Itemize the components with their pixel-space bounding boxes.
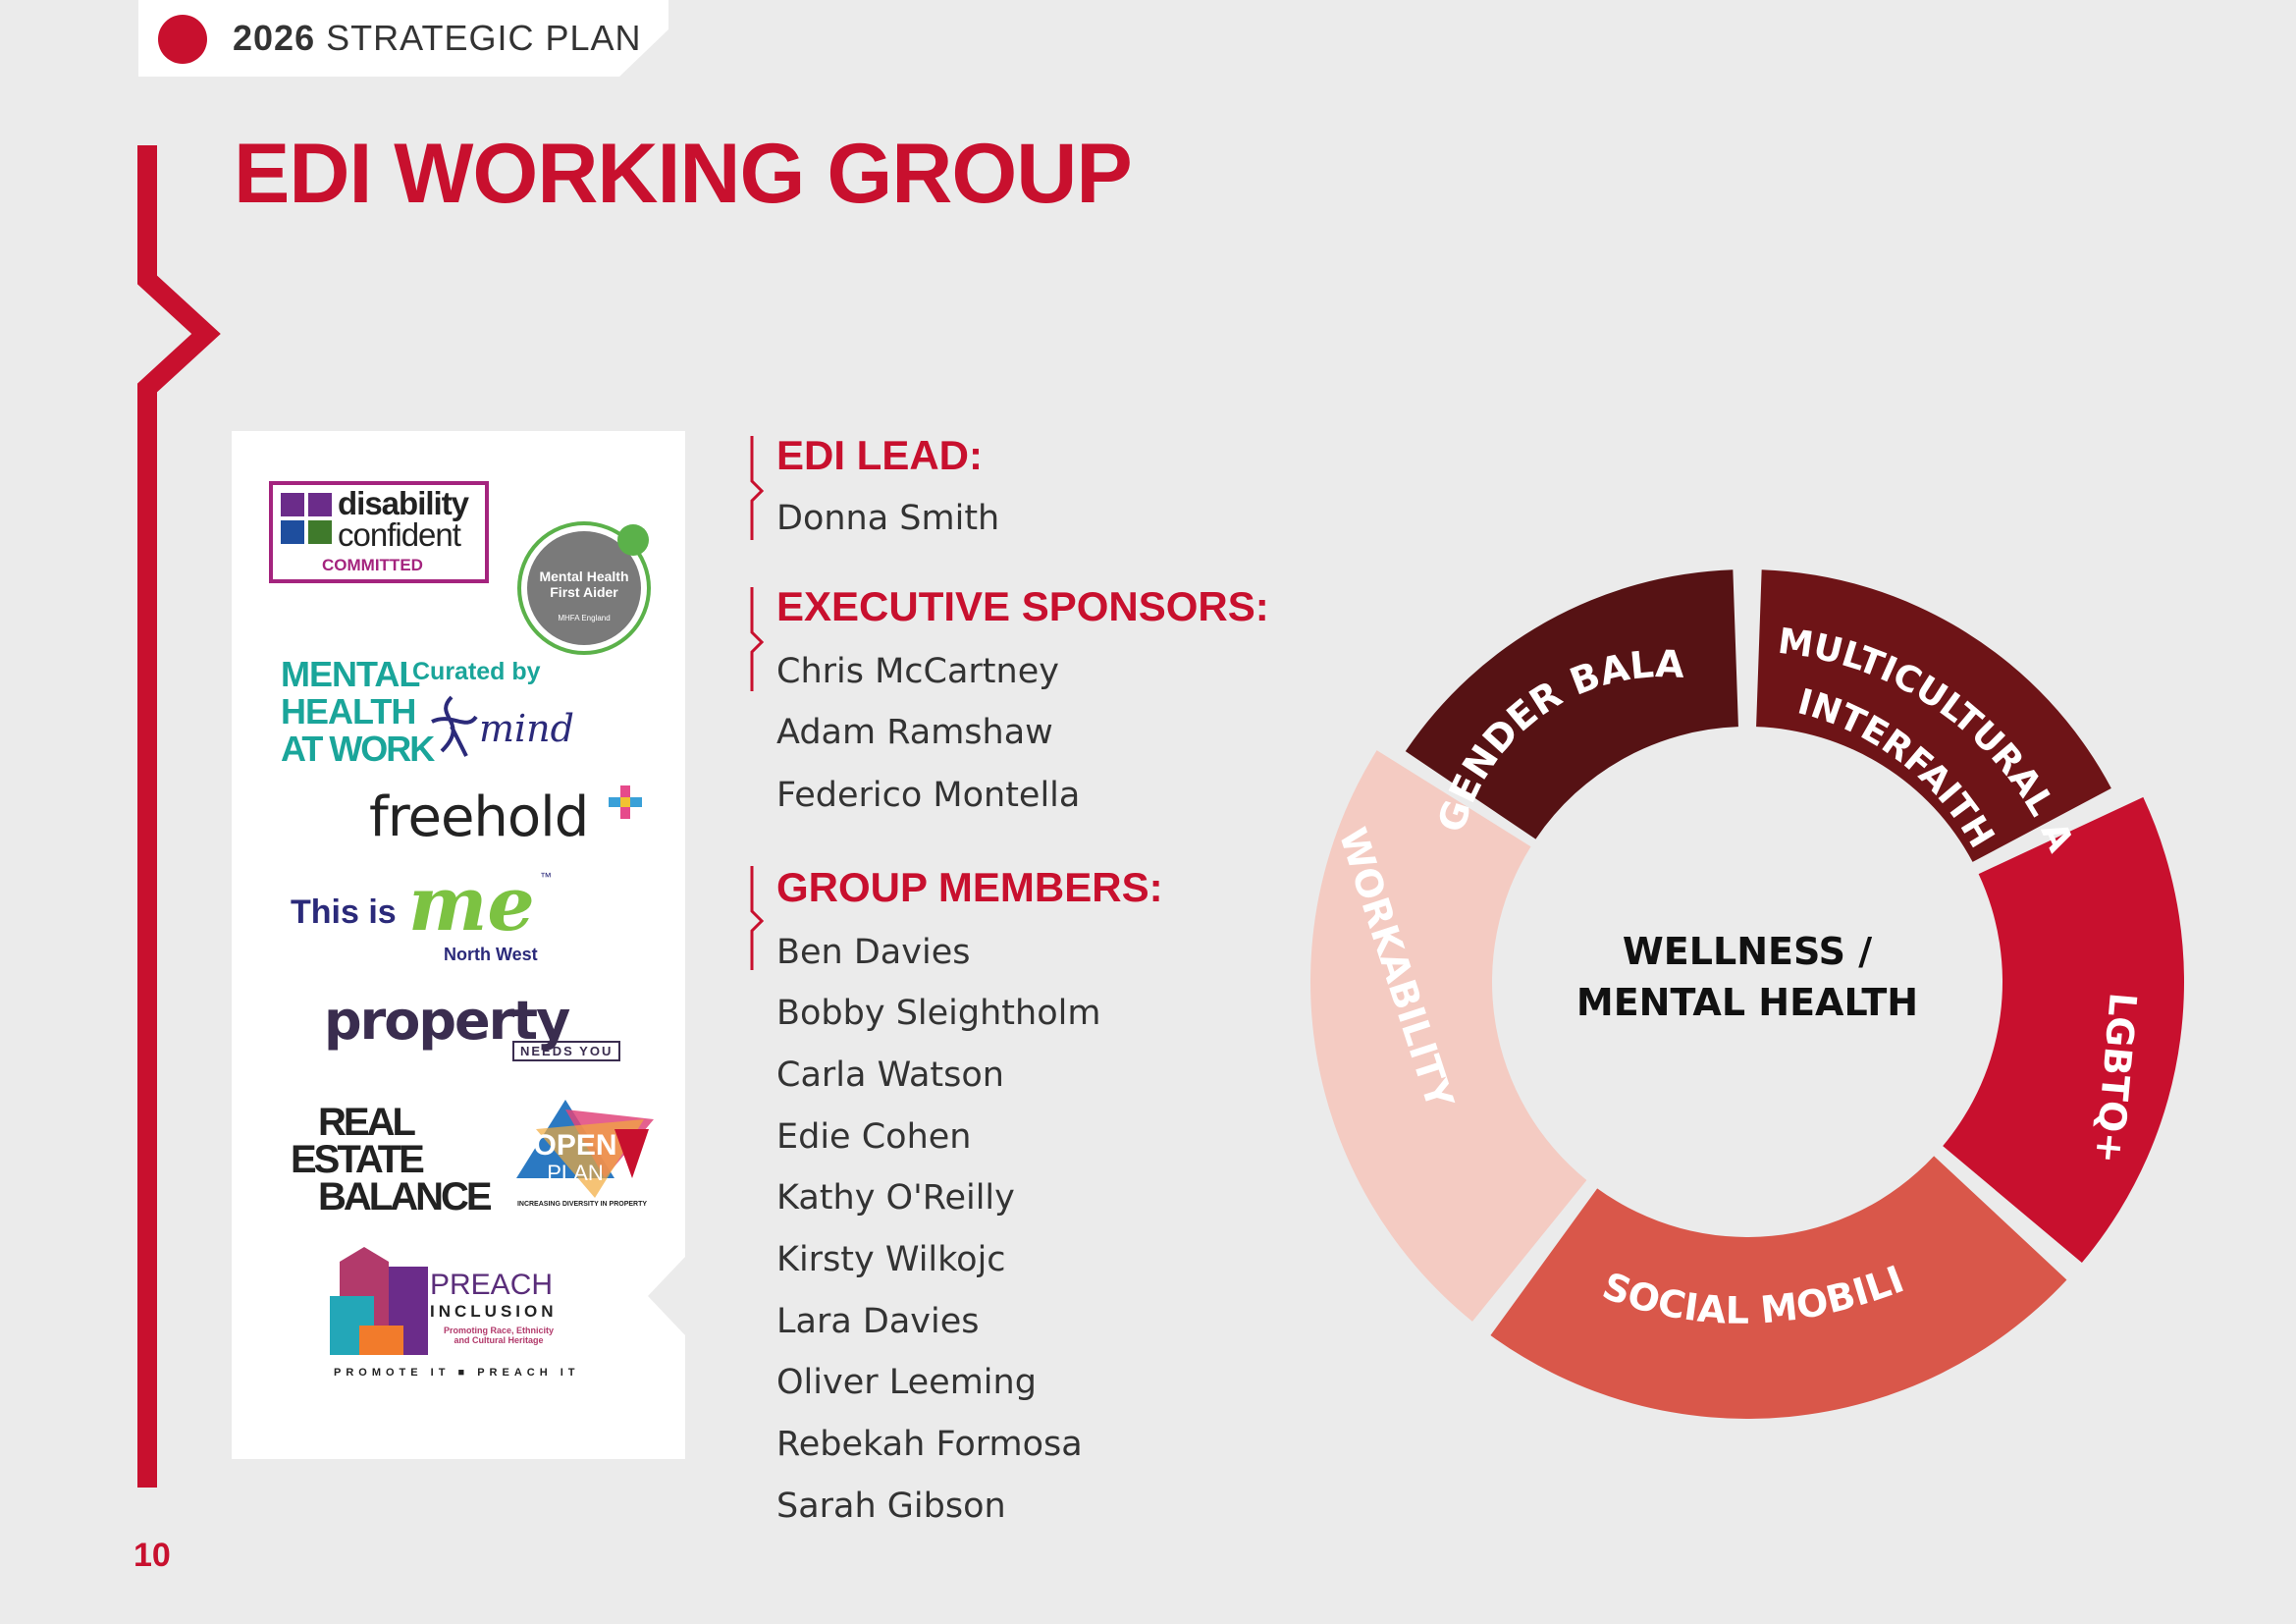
preach-inclusion-logo: PREACH	[430, 1269, 554, 1301]
edi-lead-name: Donna Smith	[776, 499, 1000, 538]
mind-logo-text: mind	[479, 707, 574, 750]
executive-sponsors-heading: EXECUTIVE SPONSORS:	[776, 583, 1269, 629]
mind-figure-icon	[431, 695, 478, 757]
bracket-edi-lead	[750, 436, 765, 540]
header-label: 2026 STRATEGIC PLAN	[233, 18, 642, 59]
member-name: Edie Cohen	[776, 1117, 972, 1157]
segment-multicultural	[1756, 569, 2111, 862]
wheel-center-line2: MENTAL HEALTH	[1576, 981, 1918, 1024]
svg-text:Mental Health: Mental Health	[539, 568, 628, 584]
freehold-plus-icon	[609, 785, 642, 819]
this-is-me-region: North West	[444, 945, 538, 964]
open-plan-logo: OPEN PLAN INCREASING DIVERSITY IN PROPER…	[516, 1100, 654, 1208]
segment-lgbtq	[1943, 796, 2184, 1264]
member-name: Carla Watson	[776, 1056, 1004, 1095]
page-number: 10	[133, 1537, 171, 1574]
mental-health-at-work-logo: MENTAL HEALTH AT WORK	[281, 654, 435, 769]
this-is-me-logo: This is	[291, 893, 397, 931]
member-name: Oliver Leeming	[776, 1363, 1037, 1402]
svg-text:PLAN: PLAN	[547, 1161, 603, 1185]
sponsor-name: Federico Montella	[776, 776, 1081, 815]
left-rule	[137, 145, 221, 1488]
svg-text:First Aider: First Aider	[550, 584, 618, 600]
member-name: Kirsty Wilkojc	[776, 1240, 1006, 1279]
svg-text:INCREASING DIVERSITY IN PROPER: INCREASING DIVERSITY IN PROPERTY	[517, 1201, 647, 1208]
panel-notch	[648, 1257, 685, 1335]
bracket-executive	[750, 587, 765, 691]
preach-footer: PROMOTE IT ■ PREACH IT	[334, 1367, 580, 1379]
header-plan: STRATEGIC PLAN	[326, 18, 642, 58]
segment-gender-balance	[1405, 569, 1738, 839]
header-dot-icon	[158, 15, 207, 64]
edi-lead-heading: EDI LEAD:	[776, 432, 983, 478]
this-is-me-tm: ™	[540, 870, 552, 884]
segment-social-mobility	[1490, 1156, 2067, 1419]
page-title: EDI WORKING GROUP	[234, 127, 1133, 221]
this-is-me-me-text: me	[408, 860, 535, 947]
member-name: Ben Davies	[776, 933, 971, 972]
wheel-center-line1: WELLNESS /	[1623, 930, 1872, 973]
sponsor-name: Adam Ramshaw	[776, 713, 1053, 752]
segment-workability	[1310, 750, 1587, 1322]
property-tag: NEEDS YOU	[512, 1041, 621, 1061]
preach-buildings-icon	[330, 1247, 428, 1355]
disability-confident-logo: disability confident COMMITTED	[269, 481, 489, 583]
sponsor-name: Chris McCartney	[776, 652, 1059, 691]
edi-focus-wheel: WELLNESS / MENTAL HEALTH GENDER BALANCE …	[1306, 540, 2184, 1419]
header-tab	[138, 0, 668, 77]
member-name: Rebekah Formosa	[776, 1425, 1083, 1464]
group-members-heading: GROUP MEMBERS:	[776, 864, 1163, 910]
header-year: 2026	[233, 18, 316, 58]
member-name: Lara Davies	[776, 1302, 980, 1341]
svg-text:MHFA England: MHFA England	[558, 614, 610, 623]
freehold-logo: freehold	[369, 785, 589, 849]
curated-by-label: Curated by	[412, 658, 541, 685]
member-name: Sarah Gibson	[776, 1487, 1006, 1526]
mhfa-badge-logo: Mental Health First Aider MHFA England	[517, 521, 651, 655]
member-name: Kathy O'Reilly	[776, 1178, 1015, 1218]
svg-text:OPEN: OPEN	[533, 1129, 616, 1162]
real-estate-balance-logo: REAL ESTATE BALANCE	[291, 1101, 493, 1218]
bracket-group	[750, 866, 765, 970]
member-name: Bobby Sleightholm	[776, 994, 1101, 1033]
